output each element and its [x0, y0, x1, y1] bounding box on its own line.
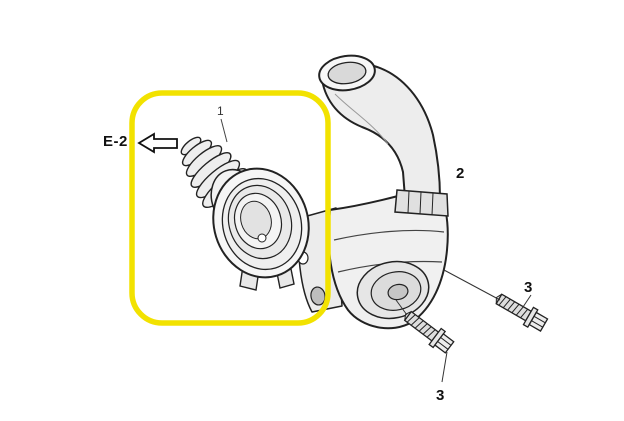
callout-part3-upper: 3	[524, 279, 533, 296]
part3-lower-leader-line	[441, 351, 448, 383]
bolt-upper-illustration	[495, 293, 549, 332]
callout-part3-lower: 3	[436, 387, 445, 404]
thermostat-illustration	[180, 118, 310, 291]
e2-arrow-left-icon	[137, 132, 178, 154]
hose-pipe-illustration	[318, 54, 441, 199]
thermostat-housing-illustration	[297, 189, 449, 330]
bolt-upper-axis-line	[443, 269, 501, 301]
part3-upper-leader-line	[522, 294, 532, 308]
highlight-box	[129, 90, 331, 326]
bolt-lower-illustration	[403, 310, 455, 354]
callout-part2: 2	[456, 165, 465, 182]
ref-label-e2: E-2	[103, 133, 128, 150]
bolt-lower-axis-line	[395, 299, 408, 316]
part1-leader-line	[220, 118, 228, 143]
callout-part1: 1	[217, 104, 224, 118]
